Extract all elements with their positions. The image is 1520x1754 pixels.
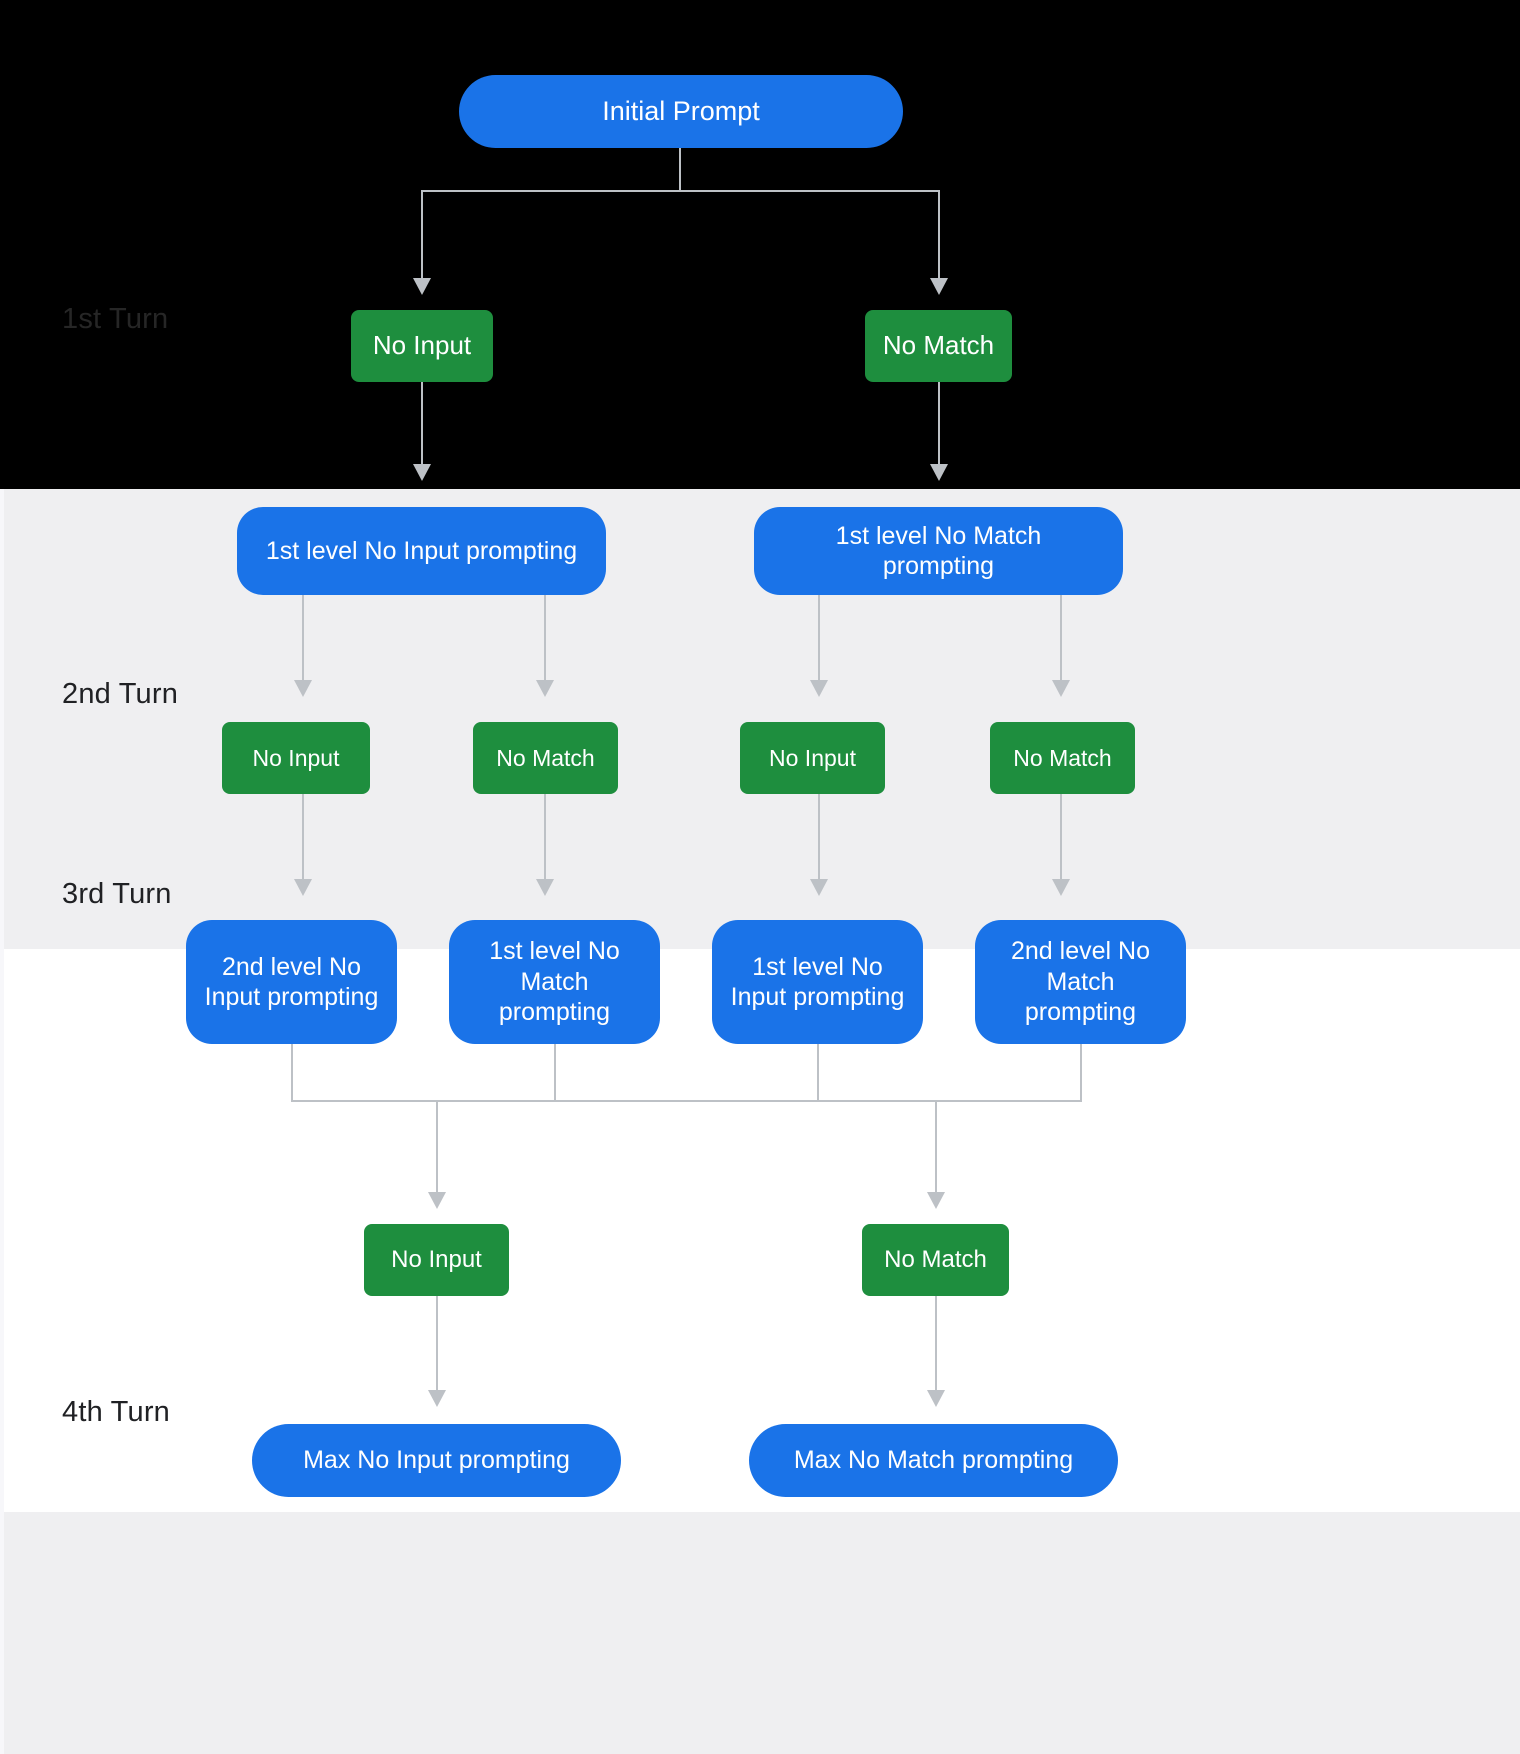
arrow-root-to-t1-no-input bbox=[413, 278, 431, 295]
node-initial-prompt[interactable]: Initial Prompt bbox=[459, 75, 903, 148]
node-t4-max-no-match[interactable]: Max No Match prompting bbox=[749, 1424, 1118, 1497]
arrow-t1-no-match-down bbox=[930, 464, 948, 481]
arrow-bus-to-t3-no-match bbox=[927, 1192, 945, 1209]
connector-bus-to-t3-no-input bbox=[436, 1100, 438, 1196]
node-t3-prompt-1st-no-input[interactable]: 1st level No Input prompting bbox=[712, 920, 923, 1044]
arrow-t2-no-input-b-down bbox=[810, 879, 828, 896]
node-t3-prompt-2nd-no-input[interactable]: 2nd level No Input prompting bbox=[186, 920, 397, 1044]
arrow-t2r-to-no-match bbox=[1052, 680, 1070, 697]
turn-label-2nd: 2nd Turn bbox=[62, 678, 179, 710]
connector-merge-bus-no-input bbox=[291, 1100, 556, 1102]
turn-label-1st: 1st Turn bbox=[62, 303, 169, 335]
connector-t1-no-input-down bbox=[421, 382, 423, 468]
arrow-t1-no-input-down bbox=[413, 464, 431, 481]
connector-t2-no-input-b-down bbox=[818, 793, 820, 883]
connector-t3p1-drop bbox=[291, 1043, 293, 1101]
left-edge-rail bbox=[0, 489, 4, 1754]
connector-t2r-to-no-match bbox=[1060, 594, 1062, 684]
node-t3-no-input[interactable]: No Input bbox=[364, 1224, 509, 1296]
connector-t3-no-match-down bbox=[935, 1296, 937, 1394]
node-t1-no-input[interactable]: No Input bbox=[351, 310, 493, 382]
arrow-root-to-t1-no-match bbox=[930, 278, 948, 295]
arrow-t3-no-input-down bbox=[428, 1390, 446, 1407]
connector-t2-no-match-b-down bbox=[1060, 793, 1062, 883]
connector-root-bus bbox=[422, 190, 940, 192]
node-t2-no-match-b[interactable]: No Match bbox=[990, 722, 1135, 794]
node-t3-prompt-2nd-no-match[interactable]: 2nd level No Match prompting bbox=[975, 920, 1186, 1044]
connector-merge-bus-no-match bbox=[817, 1100, 1082, 1102]
arrow-bus-to-t3-no-input bbox=[428, 1192, 446, 1209]
node-t2-prompt-no-match[interactable]: 1st level No Match prompting bbox=[754, 507, 1123, 595]
connector-t3p2-drop bbox=[554, 1043, 556, 1101]
connector-t3-no-input-down bbox=[436, 1296, 438, 1394]
turn-label-3rd: 3rd Turn bbox=[62, 878, 172, 910]
connector-t2-no-input-a-down bbox=[302, 793, 304, 883]
connector-t1-no-match-down bbox=[938, 382, 940, 468]
turn-band-1st bbox=[0, 0, 1520, 489]
connector-bus-to-t3-no-match bbox=[935, 1100, 937, 1196]
connector-t3p3-drop bbox=[817, 1043, 819, 1101]
node-t4-max-no-input[interactable]: Max No Input prompting bbox=[252, 1424, 621, 1497]
connector-root-stem bbox=[679, 146, 681, 192]
node-t2-no-input-a[interactable]: No Input bbox=[222, 722, 370, 794]
connector-root-to-t1-no-match bbox=[938, 190, 940, 282]
connector-root-to-t1-no-input bbox=[421, 190, 423, 282]
node-t2-no-input-b[interactable]: No Input bbox=[740, 722, 885, 794]
arrow-t2-no-input-a-down bbox=[294, 879, 312, 896]
arrow-t2l-to-no-match bbox=[536, 680, 554, 697]
node-t2-no-match-a[interactable]: No Match bbox=[473, 722, 618, 794]
connector-t3p4-drop bbox=[1080, 1043, 1082, 1101]
arrow-t2-no-match-a-down bbox=[536, 879, 554, 896]
arrow-t2l-to-no-input bbox=[294, 680, 312, 697]
connector-t2-no-match-a-down bbox=[544, 793, 546, 883]
node-t2-prompt-no-input[interactable]: 1st level No Input prompting bbox=[237, 507, 606, 595]
connector-t2r-to-no-input bbox=[818, 594, 820, 684]
node-t3-prompt-1st-no-match[interactable]: 1st level No Match prompting bbox=[449, 920, 660, 1044]
node-t1-no-match[interactable]: No Match bbox=[865, 310, 1012, 382]
connector-t2l-to-no-match bbox=[544, 594, 546, 684]
arrow-t2r-to-no-input bbox=[810, 680, 828, 697]
arrow-t2-no-match-b-down bbox=[1052, 879, 1070, 896]
arrow-t3-no-match-down bbox=[927, 1390, 945, 1407]
connector-merge-bus-center bbox=[554, 1100, 819, 1102]
turn-label-4th: 4th Turn bbox=[62, 1396, 170, 1428]
connector-t2l-to-no-input bbox=[302, 594, 304, 684]
node-t3-no-match[interactable]: No Match bbox=[862, 1224, 1009, 1296]
turn-band-4th bbox=[0, 1512, 1520, 1754]
